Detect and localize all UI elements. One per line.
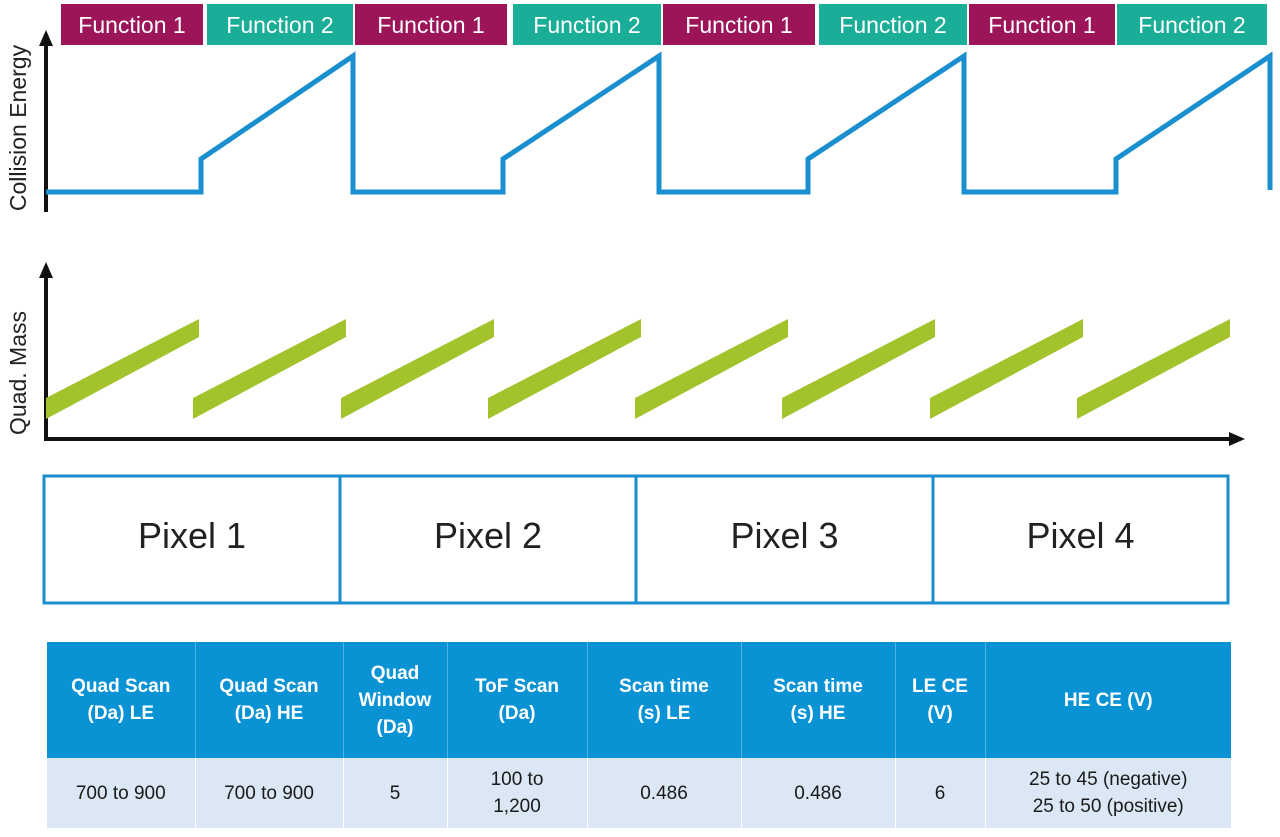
function-label: Function 1 [988,12,1095,38]
function-label: Function 1 [377,12,484,38]
collision-energy-axis-label: Collision Energy [5,44,31,211]
pixel-label: Pixel 1 [138,515,246,556]
scan-diagram: Function 1 Function 2 Function 1 Function 2… [5,4,1273,605]
table-header-row: Quad Scan (Da) LE Quad Scan (Da) HE Quad… [47,642,1231,758]
pixel-label: Pixel 4 [1026,515,1134,556]
cell-le-ce: 6 [895,758,986,828]
cell-tof-scan: 100 to 1,200 [447,758,588,828]
function-block-bg [207,4,353,45]
header-quad-scan-le: Quad Scan (Da) LE [47,642,196,758]
header-he-ce: HE CE (V) [985,642,1231,758]
function-block-bg [513,4,661,45]
function-bar: Function 1 Function 2 Function 1 Function 2… [61,4,1267,45]
pixel-cell-border [931,474,1230,605]
function-block-bg [819,4,967,45]
pixel-cell-4: Pixel 4 [931,474,1230,605]
table-row: 700 to 900 700 to 900 5 100 to 1,200 0.4… [47,758,1231,828]
pixel-cell-3: Pixel 3 [634,474,935,605]
collision-energy-axis [39,30,53,212]
function-block-6: Function 2 [819,4,967,45]
function-block-2: Function 2 [207,4,353,45]
quad-mass-ramp-3 [341,319,494,419]
function-block-bg [355,4,507,45]
function-label: Function 2 [533,12,640,38]
quad-mass-ramps [46,319,1230,419]
function-block-3: Function 1 [355,4,507,45]
function-label: Function 1 [78,12,185,38]
header-quad-scan-he: Quad Scan (Da) HE [195,642,344,758]
pixel-cell-1: Pixel 1 [42,474,342,605]
function-block-bg [61,4,203,45]
header-scan-time-he: Scan time (s) HE [741,642,896,758]
function-label: Function 2 [226,12,333,38]
function-block-1: Function 1 [61,4,203,45]
header-tof-scan: ToF Scan (Da) [447,642,588,758]
header-scan-time-le: Scan time (s) LE [587,642,742,758]
cell-quad-scan-he: 700 to 900 [195,758,344,828]
function-block-4: Function 2 [513,4,661,45]
function-label: Function 2 [839,12,946,38]
pixel-row: Pixel 1 Pixel 2 Pixel 3 Pixel 4 [42,474,1230,605]
pixel-cell-border [634,474,935,605]
header-quad-window: Quad Window (Da) [343,642,448,758]
pixel-cell-2: Pixel 2 [338,474,638,605]
quad-mass-ramp-8 [1077,319,1230,419]
function-block-8: Function 2 [1117,4,1267,45]
cell-scan-time-le: 0.486 [587,758,742,828]
function-block-bg [663,4,815,45]
pixel-label: Pixel 3 [730,515,838,556]
quad-mass-axis [39,262,1245,446]
cell-scan-time-he: 0.486 [741,758,896,828]
function-label: Function 2 [1138,12,1245,38]
function-block-bg [1117,4,1267,45]
cell-quad-window: 5 [343,758,448,828]
collision-energy-trace [46,51,1273,195]
function-block-7: Function 1 [969,4,1115,45]
function-label: Function 1 [685,12,792,38]
function-block-bg [969,4,1115,45]
scan-parameters-table: Quad Scan (Da) LE Quad Scan (Da) HE Quad… [47,642,1231,828]
pixel-label: Pixel 2 [434,515,542,556]
function-block-5: Function 1 [663,4,815,45]
cell-he-ce: 25 to 45 (negative) 25 to 50 (positive) [985,758,1231,828]
quad-mass-ramp-6 [782,319,935,419]
quad-mass-ramp-1 [46,319,199,419]
quad-mass-ramp-7 [930,319,1083,419]
quad-mass-ramp-5 [635,319,788,419]
cell-quad-scan-le: 700 to 900 [47,758,196,828]
header-le-ce: LE CE (V) [895,642,986,758]
quad-mass-axis-label: Quad. Mass [5,311,31,435]
quad-mass-ramp-2 [193,319,346,419]
quad-mass-ramp-4 [488,319,641,419]
